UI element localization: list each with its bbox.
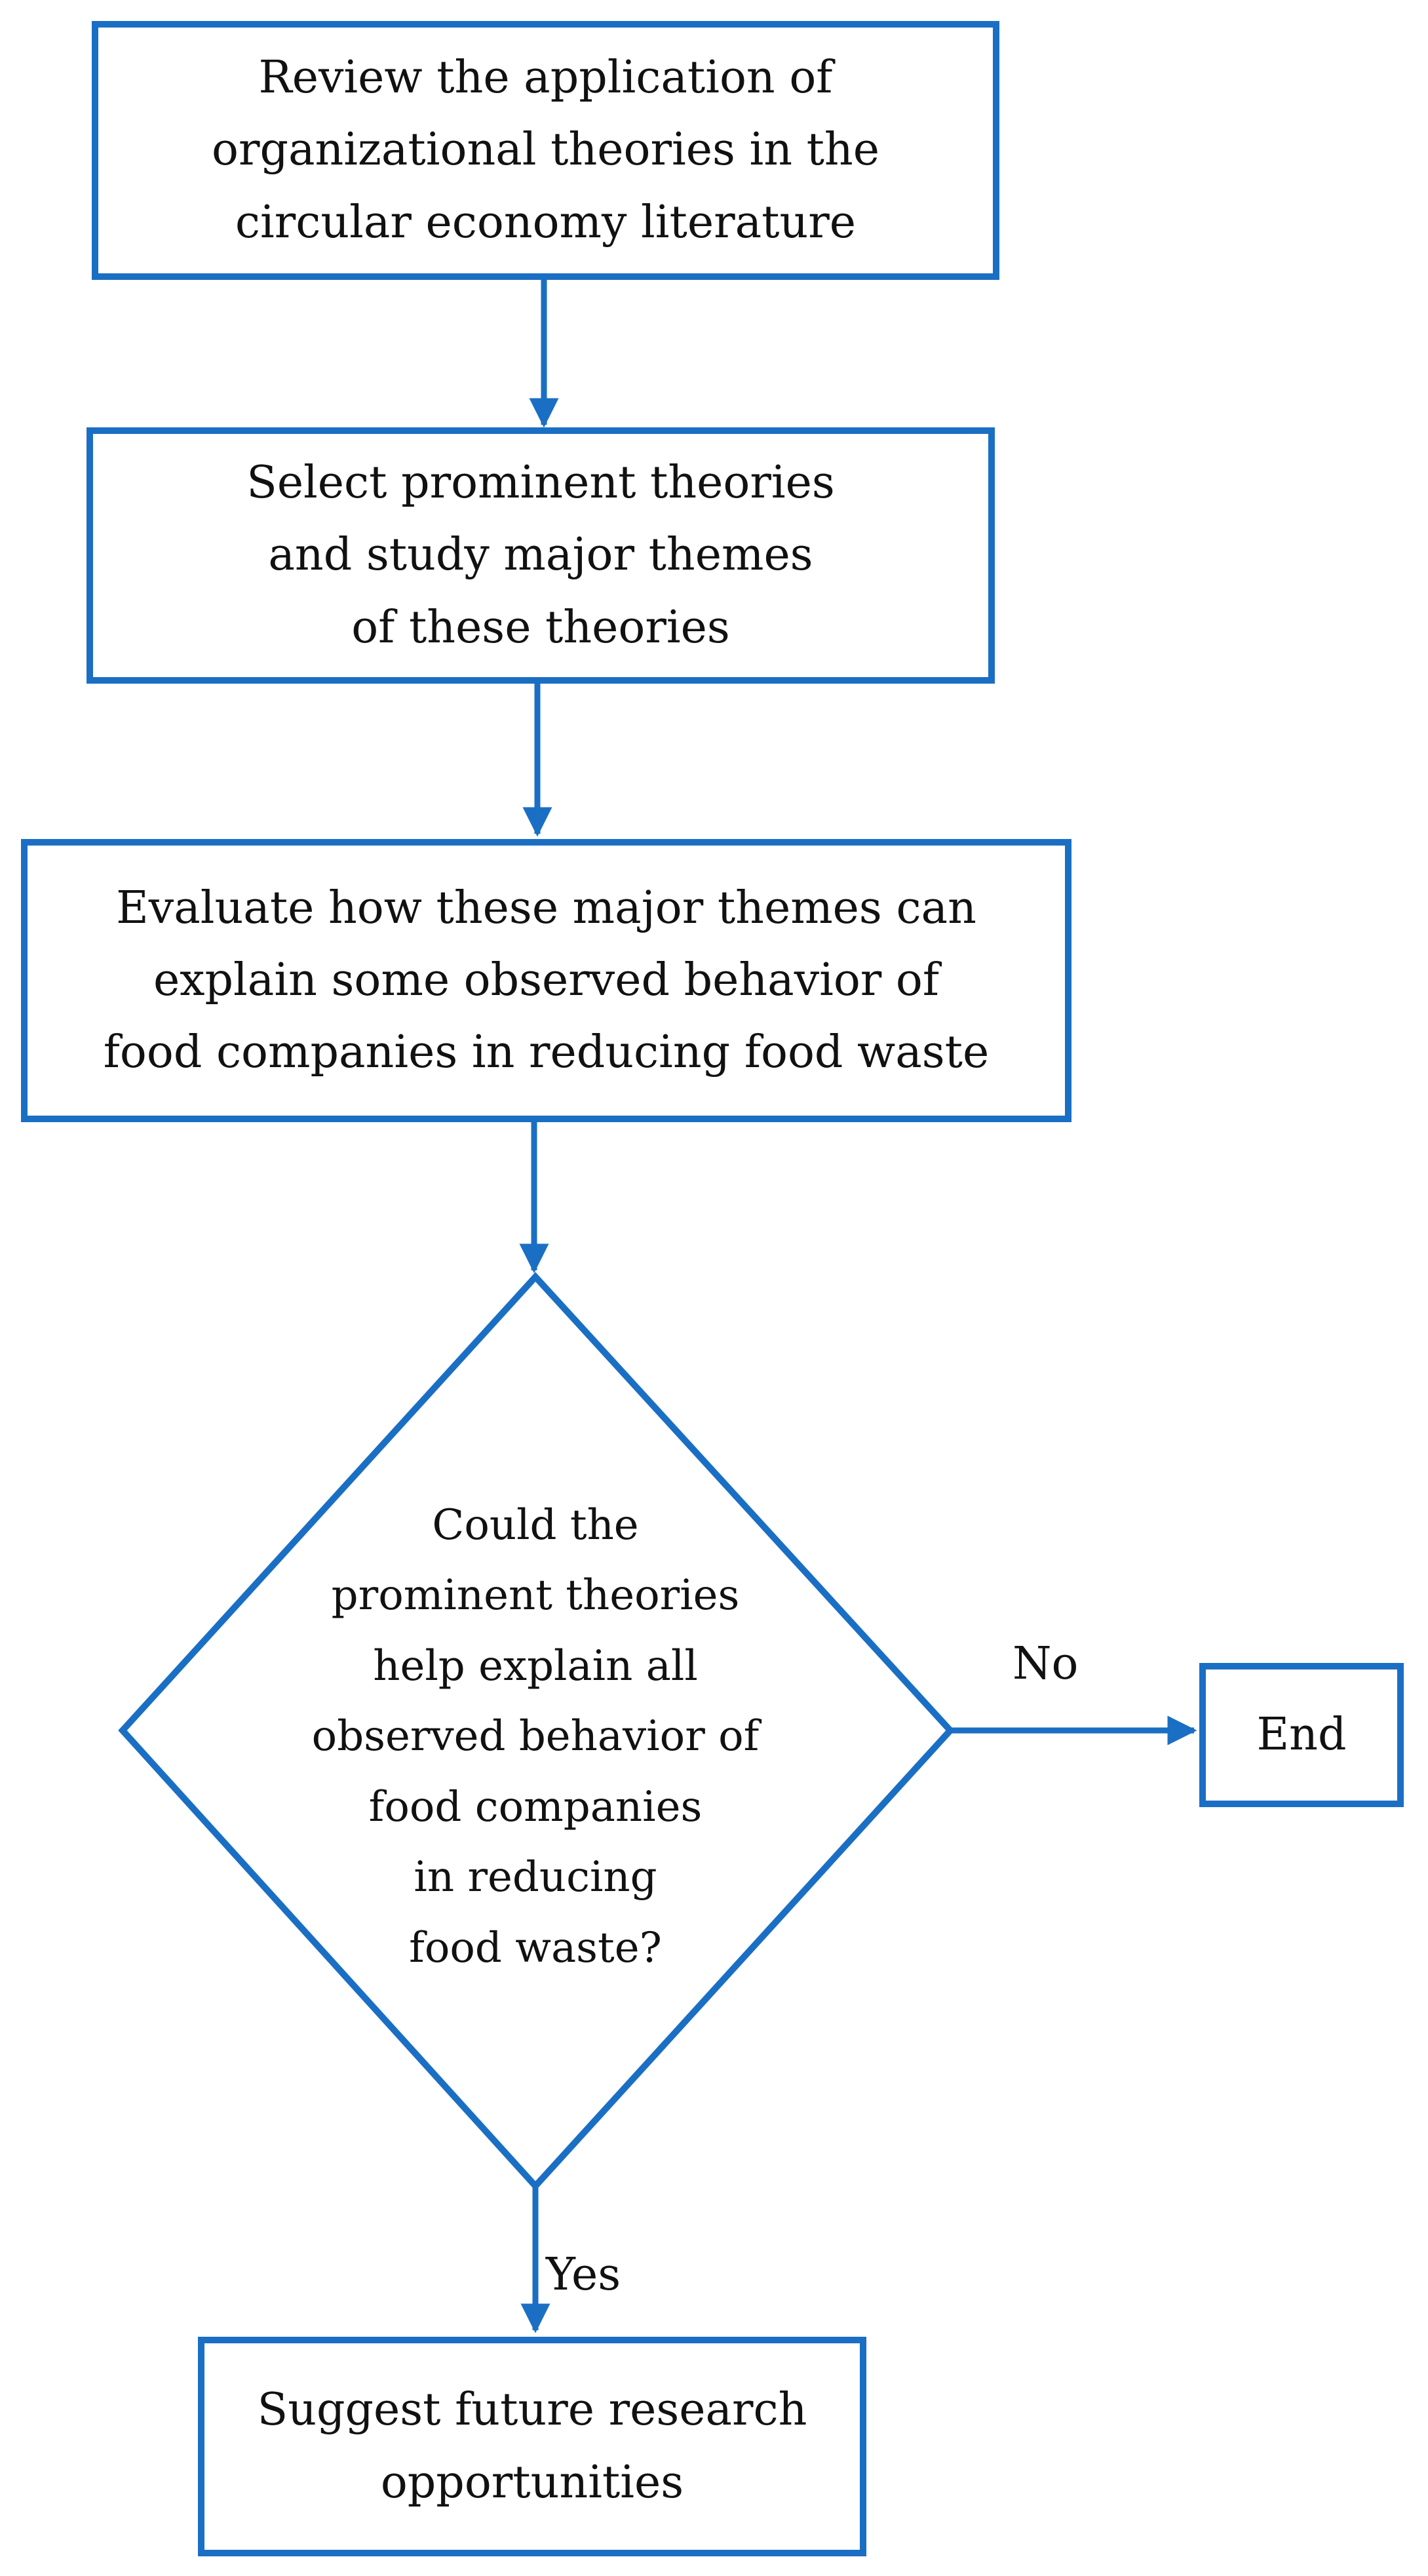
node-decision-line: in reducing <box>414 1853 657 1902</box>
node-evaluate-text: Evaluate how these major themes can expl… <box>104 872 989 1089</box>
node-decision-line: food companies <box>368 1782 703 1831</box>
node-evaluate-line: food companies in reducing food waste <box>103 1026 990 1079</box>
node-suggest-line: opportunities <box>380 2456 684 2508</box>
node-evaluate-line: Evaluate how these major themes can <box>116 882 976 934</box>
node-decision-line: Could the <box>432 1500 639 1550</box>
node-select-line: Select prominent theories <box>246 457 835 509</box>
node-decision-text: Could the prominent theories help explai… <box>273 1481 798 1993</box>
node-suggest-line: Suggest future research <box>257 2384 807 2436</box>
node-suggest: Suggest future research opportunities <box>198 2337 866 2556</box>
node-select: Select prominent theories and study majo… <box>87 427 995 684</box>
node-decision-line: food waste? <box>409 1923 662 1972</box>
node-suggest-text: Suggest future research opportunities <box>258 2374 807 2518</box>
node-evaluate: Evaluate how these major themes can expl… <box>21 839 1071 1122</box>
node-review-line: organizational theories in the <box>212 124 879 176</box>
edge-label-yes: Yes <box>546 2249 621 2301</box>
node-review-line: Review the application of <box>258 52 833 104</box>
node-evaluate-line: explain some observed behavior of <box>153 954 940 1006</box>
node-decision-line: observed behavior of <box>311 1712 760 1761</box>
node-end: End <box>1199 1663 1404 1807</box>
node-end-label: End <box>1256 1708 1347 1761</box>
node-review-line: circular economy literature <box>235 196 857 248</box>
node-decision-line: prominent theories <box>331 1571 740 1620</box>
node-review: Review the application of organizational… <box>92 21 999 280</box>
node-select-line: of these theories <box>351 601 730 654</box>
node-review-text: Review the application of organizational… <box>212 42 879 258</box>
edge-label-no: No <box>1013 1638 1079 1690</box>
node-decision-line: help explain all <box>373 1641 698 1690</box>
node-select-text: Select prominent theories and study majo… <box>246 447 835 663</box>
node-select-line: and study major themes <box>268 529 813 581</box>
